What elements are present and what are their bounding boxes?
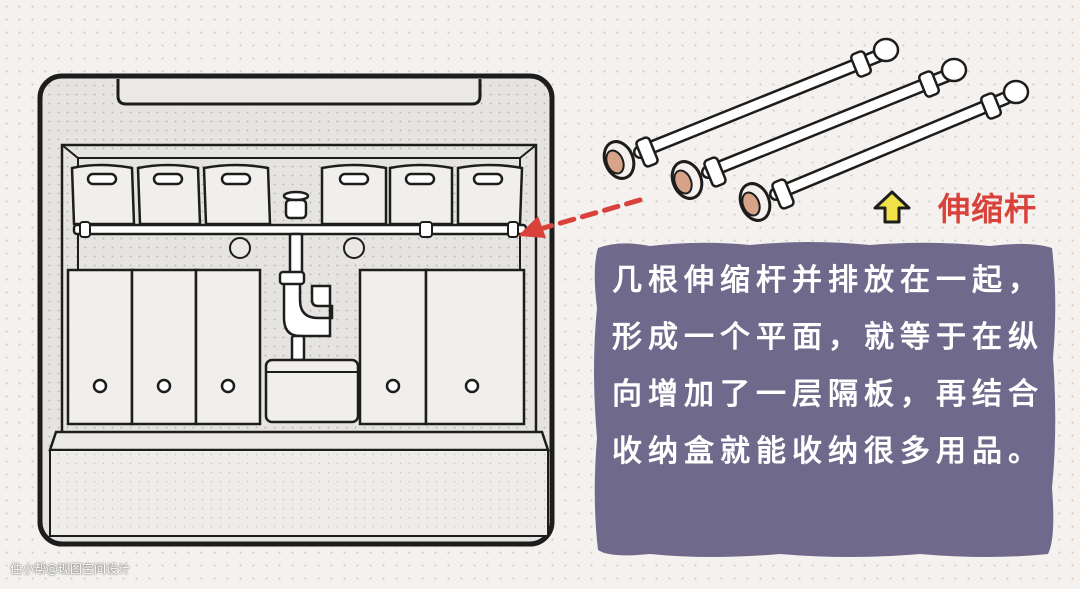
tension-rod-1 bbox=[602, 37, 900, 180]
watermark: 住小帮@现图空间设计 bbox=[10, 562, 131, 576]
note-box bbox=[594, 242, 1056, 557]
note-text: 几根伸缩杆并排放在一起，形成一个平面，就等于在纵向增加了一层隔板，再结合收纳盒就… bbox=[612, 263, 1044, 469]
file-holders-left bbox=[66, 268, 262, 426]
storage-baskets bbox=[70, 163, 524, 226]
callout-label: 伸缩杆 bbox=[938, 190, 1038, 228]
tension-rod-2 bbox=[670, 57, 968, 200]
file-holders-right bbox=[358, 268, 526, 426]
arrow-up-icon bbox=[873, 190, 911, 224]
tension-rod-3 bbox=[738, 79, 1030, 222]
tension-rods-illustration bbox=[602, 37, 1030, 222]
pointer-arrow bbox=[518, 197, 643, 238]
storage-box bbox=[264, 358, 360, 424]
